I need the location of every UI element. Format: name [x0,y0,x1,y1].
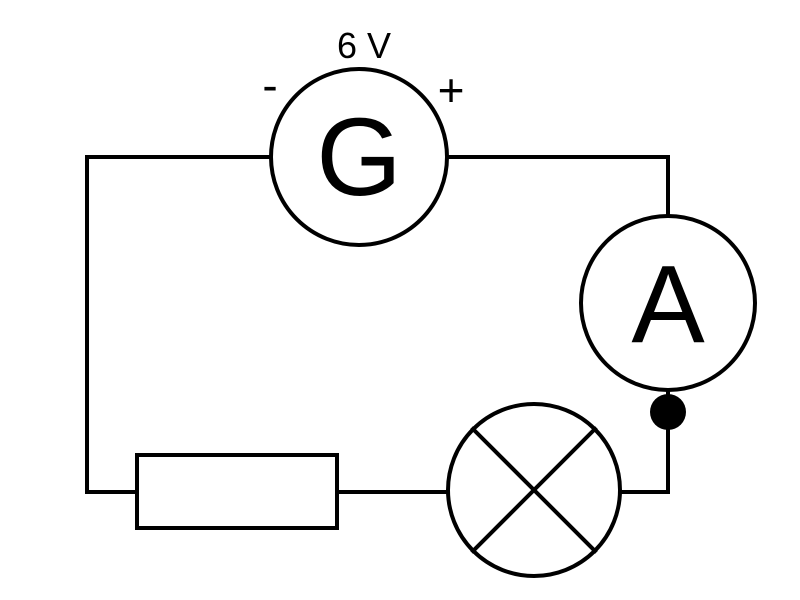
generator-symbol: G [316,96,402,219]
wire-top-right [446,155,670,218]
lamp-cross-line-2 [470,426,598,554]
junction-dot [650,394,686,430]
resistor [135,453,339,530]
ammeter: A [579,214,757,392]
generator-circle [269,67,449,247]
ammeter-symbol: A [631,243,705,366]
wire-left-loop [85,155,272,494]
lamp [446,402,622,578]
voltage-label: 6 V [337,25,391,66]
generator: G 6 V - + [262,25,465,247]
positive-terminal-label: + [438,64,465,116]
ammeter-circle [579,214,757,392]
negative-terminal-label: - [262,59,277,111]
